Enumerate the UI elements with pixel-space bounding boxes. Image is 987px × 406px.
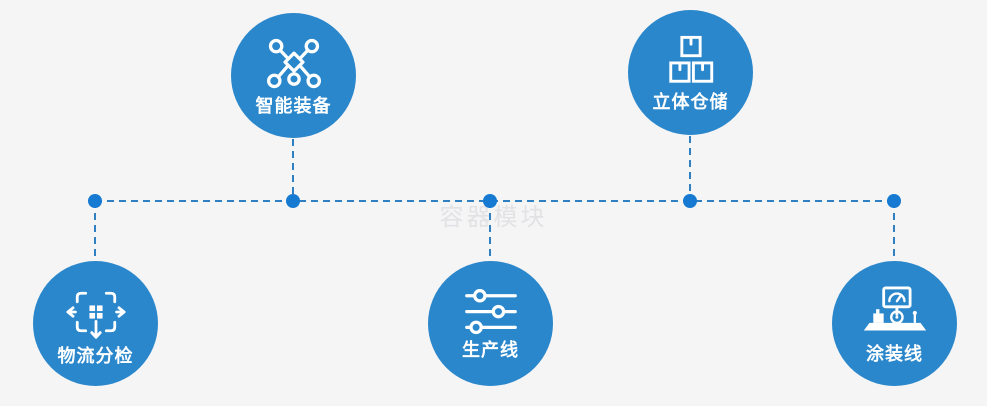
node-label: 生产线 (462, 339, 519, 360)
junction-dot (286, 194, 300, 208)
sorting-crosshair-icon (65, 282, 126, 342)
junction-dot (483, 194, 497, 208)
node-label: 涂装线 (866, 343, 923, 364)
node-logistics-sorting[interactable]: 物流分检 (33, 261, 158, 386)
junction-dot (88, 194, 102, 208)
node-label: 智能装备 (255, 96, 332, 116)
node-label: 立体仓储 (652, 92, 729, 112)
junction-dot (887, 194, 901, 208)
node-label: 物流分检 (57, 346, 134, 366)
stacked-boxes-icon (664, 34, 718, 88)
network-nodes-icon (263, 36, 325, 92)
painting-machine-icon (861, 285, 929, 340)
node-smart-equipment[interactable]: 智能装备 (231, 13, 356, 138)
sliders-icon (464, 288, 518, 336)
junction-dot (683, 194, 697, 208)
node-stereo-warehouse[interactable]: 立体仓储 (628, 10, 753, 135)
watermark: 容器模块 (439, 204, 548, 231)
node-production-line[interactable]: 生产线 (428, 261, 553, 386)
node-painting-line[interactable]: 涂装线 (832, 261, 957, 386)
